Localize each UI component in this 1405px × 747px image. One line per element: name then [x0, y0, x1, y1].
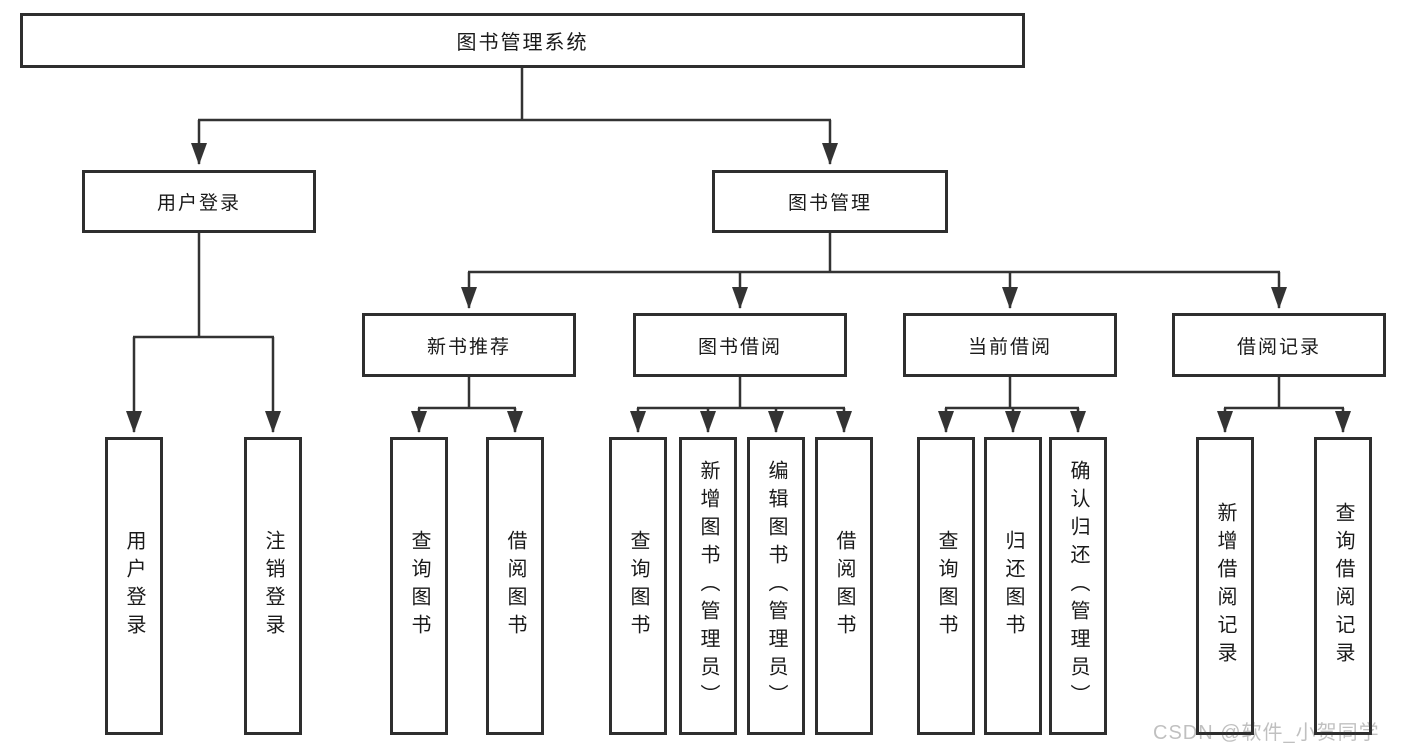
node-label: 用户登录 [123, 530, 145, 642]
node-label: 图书管理 [787, 193, 872, 214]
node-label: 查询图书 [935, 530, 957, 642]
node-label: 用户登录 [156, 193, 241, 214]
leaf-borrow-add-book-admin: 新增图书（管理员） [679, 437, 737, 735]
node-book-management: 图书管理 [712, 170, 948, 233]
leaf-recommend-query-book: 查询图书 [390, 437, 448, 735]
watermark: CSDN @软件_小贺同学 [1153, 722, 1380, 744]
leaf-recommend-borrow-book: 借阅图书 [486, 437, 544, 735]
node-library-management-system: 图书管理系统 [20, 13, 1025, 68]
node-label: 编辑图书（管理员） [765, 460, 787, 712]
node-label: 确认归还（管理员） [1067, 460, 1089, 712]
node-label: 新增借阅记录 [1214, 502, 1236, 670]
leaf-user-login: 用户登录 [105, 437, 163, 735]
leaf-current-confirm-return-admin: 确认归还（管理员） [1049, 437, 1107, 735]
node-label: 借阅图书 [504, 530, 526, 642]
node-label: 查询图书 [627, 530, 649, 642]
node-current-borrow: 当前借阅 [903, 313, 1117, 377]
node-label: 查询借阅记录 [1332, 502, 1354, 670]
leaf-records-query-record: 查询借阅记录 [1314, 437, 1372, 735]
node-label: 注销登录 [262, 530, 284, 642]
leaf-borrow-borrow-book: 借阅图书 [815, 437, 873, 735]
node-user-login: 用户登录 [82, 170, 316, 233]
node-label: 借阅记录 [1236, 336, 1321, 358]
node-label: 借阅图书 [833, 530, 855, 642]
node-label: 图书管理系统 [456, 32, 589, 54]
leaf-current-query-book: 查询图书 [917, 437, 975, 735]
node-label: 图书借阅 [697, 336, 782, 358]
node-label: 当前借阅 [967, 336, 1052, 358]
leaf-borrow-query-book: 查询图书 [609, 437, 667, 735]
node-book-borrow: 图书借阅 [633, 313, 847, 377]
node-label: 归还图书 [1002, 530, 1024, 642]
leaf-borrow-edit-book-admin: 编辑图书（管理员） [747, 437, 805, 735]
node-borrow-records: 借阅记录 [1172, 313, 1386, 377]
leaf-current-return-book: 归还图书 [984, 437, 1042, 735]
node-label: 查询图书 [408, 530, 430, 642]
leaf-records-add-record: 新增借阅记录 [1196, 437, 1254, 735]
node-label: 新增图书（管理员） [697, 460, 719, 712]
leaf-logout-login: 注销登录 [244, 437, 302, 735]
node-label: 新书推荐 [426, 336, 511, 358]
node-new-book-recommend: 新书推荐 [362, 313, 576, 377]
